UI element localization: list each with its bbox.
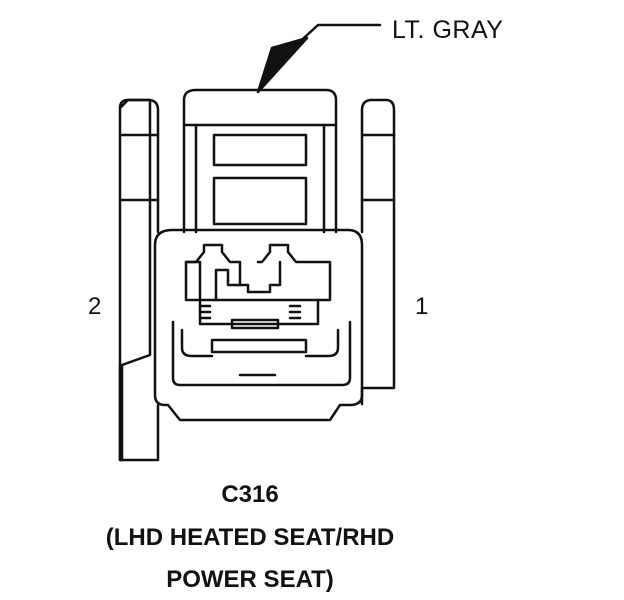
connector-description-line-1: (LHD HEATED SEAT/RHD — [105, 524, 395, 551]
connector-description-line-2: POWER SEAT) — [166, 566, 334, 593]
pin-number-1-label: 1 — [415, 293, 429, 320]
callout-arrow — [256, 23, 382, 94]
connector-id: C316 — [221, 481, 279, 508]
top-lock — [182, 88, 338, 234]
connector-body — [153, 228, 364, 422]
pin-number-2-label: 2 — [88, 293, 102, 320]
left-latch — [118, 98, 160, 462]
color-callout-label: LT. GRAY — [392, 16, 504, 44]
right-latch — [360, 98, 396, 406]
terminal-cavity — [180, 243, 340, 358]
